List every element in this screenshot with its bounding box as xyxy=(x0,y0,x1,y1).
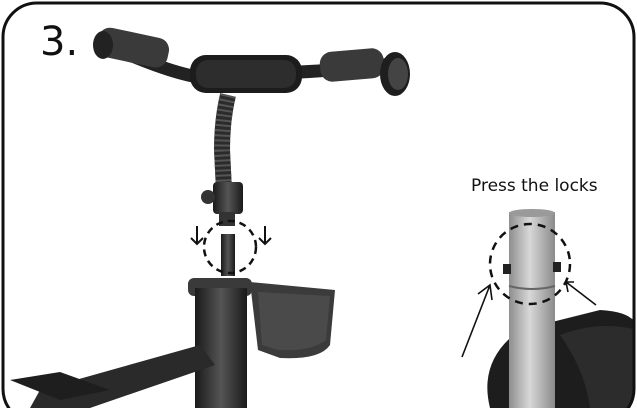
handlebar-illustration xyxy=(93,25,410,276)
step-number: 3. xyxy=(40,22,78,62)
detail-caption: Press the locks xyxy=(471,176,598,196)
frame-illustration xyxy=(10,278,335,408)
